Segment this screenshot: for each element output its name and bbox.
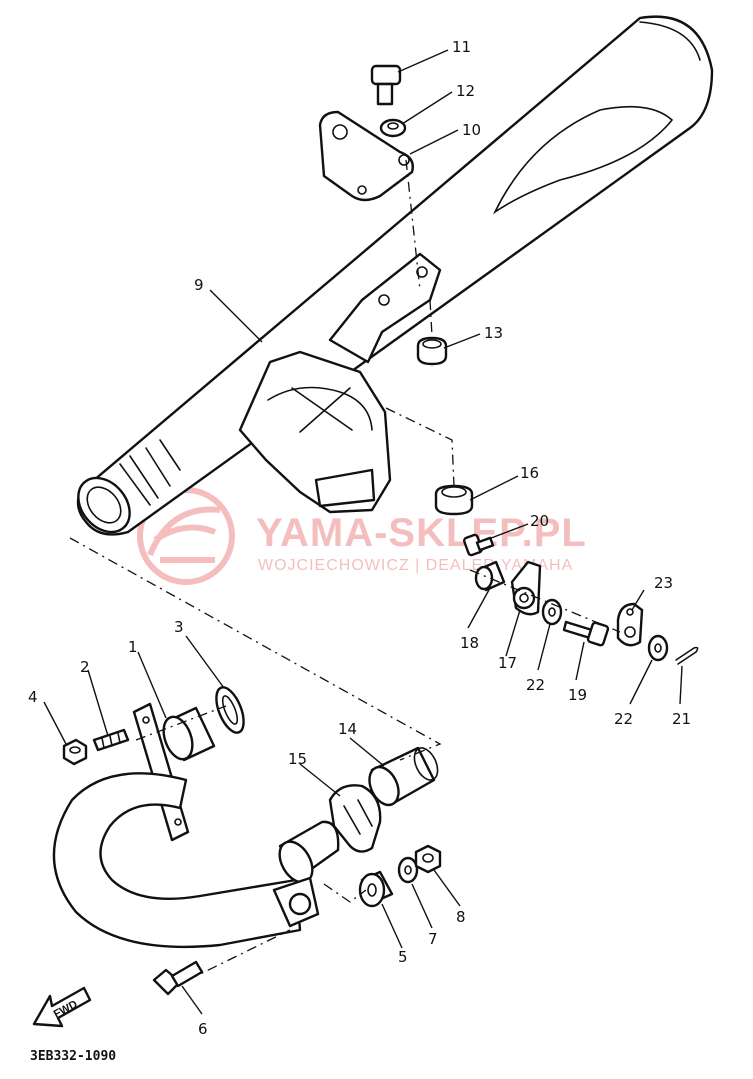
washer-7 [397, 856, 419, 884]
fwd-arrow-icon: FWD [32, 986, 92, 1028]
label-4: 4 [28, 688, 38, 706]
gasket-3 [215, 686, 245, 734]
assembly-lines [69, 159, 621, 981]
muffler-bracket [238, 252, 442, 514]
bolt-20 [462, 533, 495, 557]
grommet-13 [416, 336, 448, 366]
label-7: 7 [428, 930, 438, 948]
label-2: 2 [80, 658, 90, 676]
label-19: 19 [568, 686, 587, 704]
label-15: 15 [288, 750, 307, 768]
damper-16 [434, 484, 474, 516]
label-20: 20 [530, 512, 549, 530]
label-10: 10 [462, 121, 481, 139]
stud-2 [92, 728, 130, 752]
label-23: 23 [654, 574, 673, 592]
bushing-5 [358, 870, 394, 908]
bracket-plate [318, 110, 414, 202]
cotter-pin-21 [675, 646, 699, 665]
label-21: 21 [672, 710, 691, 728]
clamp-15 [328, 784, 382, 853]
drawing-code: 3EB332-1090 [30, 1049, 116, 1064]
bracket-17 [510, 560, 542, 616]
label-5: 5 [398, 948, 408, 966]
washer-12 [379, 118, 407, 138]
label-12: 12 [456, 82, 475, 100]
label-6: 6 [198, 1020, 208, 1038]
bolt-19 [562, 620, 610, 647]
part-labels: 11 12 10 9 13 16 20 23 3 1 18 2 17 22 19… [28, 38, 691, 1038]
label-8: 8 [456, 908, 466, 926]
leader-lines [43, 49, 683, 1015]
collar-18 [474, 560, 506, 592]
nut-8 [414, 844, 442, 874]
label-3: 3 [174, 618, 184, 636]
bolt-11 [370, 64, 402, 106]
plate-23 [616, 602, 644, 647]
label-17: 17 [498, 654, 517, 672]
washer-22b [647, 634, 669, 662]
exhaust-pipe [52, 772, 340, 949]
label-11: 11 [452, 38, 471, 56]
label-22a: 22 [526, 676, 545, 694]
fwd-label: FWD [52, 998, 80, 1020]
label-14: 14 [338, 720, 357, 738]
label-18: 18 [460, 634, 479, 652]
gasket-14 [368, 746, 439, 807]
label-1: 1 [128, 638, 138, 656]
label-16: 16 [520, 464, 539, 482]
label-22b: 22 [614, 710, 633, 728]
label-13: 13 [484, 324, 503, 342]
flange-1 [132, 702, 216, 842]
bolt-6 [152, 960, 204, 996]
label-9: 9 [194, 276, 204, 294]
nut-4 [62, 738, 88, 766]
watermark-title: YAMA-SKLEP.PL [256, 511, 587, 555]
